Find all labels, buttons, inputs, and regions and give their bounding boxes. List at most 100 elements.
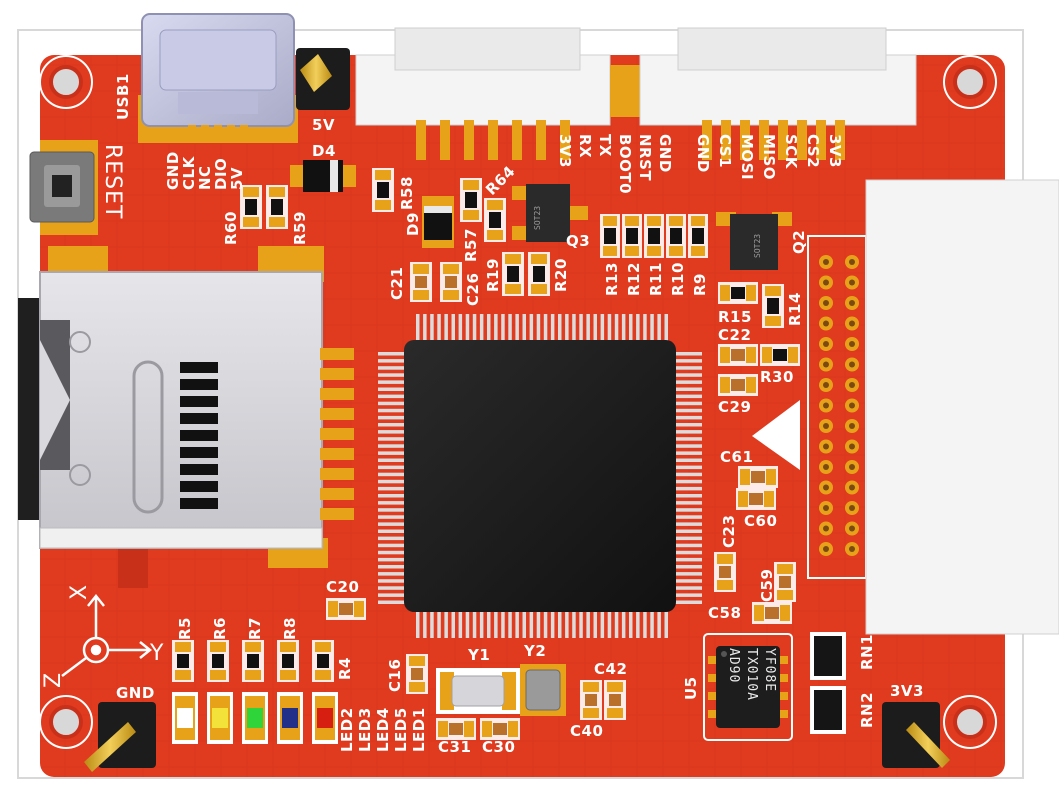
- header-connector-spi: [639, 27, 917, 126]
- label-usb-pin: GND: [164, 151, 182, 190]
- label-led: LED1: [410, 707, 428, 752]
- reset-button[interactable]: [29, 140, 98, 235]
- resistor-r30: [760, 344, 800, 366]
- mcu-pin: [378, 479, 408, 484]
- resistor-network-rn2: [810, 686, 846, 734]
- mcu-pin: [423, 314, 427, 344]
- header-pin-leg: [464, 120, 474, 160]
- label-header-spi-pin: GND: [694, 134, 712, 173]
- label-header-uart-pin: NRST: [636, 134, 654, 181]
- mcu-pin: [672, 430, 702, 434]
- label-c30: C30: [482, 738, 515, 756]
- mcu-pin: [487, 608, 491, 638]
- label-axis-y: Y: [149, 641, 164, 666]
- label-resistor-array: R10: [669, 262, 687, 296]
- usb-connector: [138, 13, 298, 143]
- sd-pad: [320, 428, 354, 440]
- label-c29: C29: [718, 398, 751, 416]
- mcu-pin: [650, 314, 654, 344]
- mcu-pin: [593, 608, 597, 638]
- header-pin-leg: [416, 120, 426, 160]
- mcu-pin: [643, 314, 647, 344]
- mcu-pin: [501, 314, 505, 344]
- capacitor-c29: [718, 374, 758, 396]
- mcu-pin: [672, 408, 702, 413]
- mcu-pin: [378, 380, 408, 384]
- leds: [172, 692, 338, 744]
- mcu-pin: [672, 572, 702, 576]
- resistor-r60: [240, 185, 262, 229]
- resistor-array-element: [666, 214, 686, 258]
- mcu-pin: [437, 314, 441, 344]
- label-c59: C59: [758, 569, 776, 602]
- mcu-pin: [579, 314, 583, 344]
- mcu-pin: [423, 608, 427, 638]
- label-header-uart-pin: GND: [656, 134, 674, 173]
- mcu-pin: [378, 394, 408, 399]
- mcu-pin: [593, 314, 597, 344]
- ic-u5: [703, 633, 793, 741]
- mcu-pin: [458, 314, 463, 344]
- resistor-network-rn1: [810, 632, 846, 680]
- label-led: LED2: [338, 707, 356, 752]
- orientation-arrow-icon: [752, 400, 800, 470]
- led: [312, 692, 338, 744]
- mcu-pin: [550, 608, 555, 638]
- mcu-pin: [672, 444, 702, 448]
- sd-contact: [180, 447, 218, 458]
- mcu-pin: [672, 458, 702, 462]
- mcu-pin: [378, 600, 408, 604]
- capacitor-c30: [480, 718, 520, 740]
- mcu-pin: [650, 608, 654, 638]
- header-pin-leg: [816, 120, 826, 160]
- mcu-pin: [494, 314, 498, 344]
- mcu-pin: [536, 314, 541, 344]
- mcu-pin: [378, 451, 408, 455]
- mcu-pins: [378, 314, 702, 638]
- mcu-pin: [672, 508, 702, 512]
- label-usb1: USB1: [114, 73, 132, 120]
- resistor-array-element: [688, 214, 708, 258]
- mcu-pin: [416, 314, 420, 344]
- mcu-pin: [600, 608, 605, 638]
- label-led-resistor: R7: [246, 617, 264, 640]
- mcu-pin: [378, 529, 408, 533]
- transistor-q3: [512, 184, 588, 242]
- mcu-pin: [565, 314, 569, 344]
- diode-d9: [422, 196, 454, 248]
- mcu-pin: [550, 314, 555, 344]
- resistor-r64: [484, 198, 506, 242]
- mcu-pin: [416, 608, 420, 638]
- label-r30: R30: [760, 368, 794, 386]
- mcu-pin: [430, 608, 434, 638]
- mcu-pin: [543, 314, 548, 344]
- u5-marking-line: TX010A: [744, 648, 759, 701]
- header-pin-leg: [488, 120, 498, 160]
- label-c42: C42: [594, 660, 627, 678]
- mcu-pin: [508, 314, 512, 344]
- label-resistor-array: R12: [625, 262, 643, 296]
- mcu-pin: [672, 593, 702, 597]
- label-led-resistor: R8: [281, 617, 299, 640]
- mcu-pin: [672, 479, 702, 484]
- label-c16: C16: [386, 659, 404, 692]
- mcu-pin: [458, 608, 463, 638]
- label-r15: R15: [718, 308, 752, 326]
- label-reset: RESET: [100, 144, 125, 220]
- mcu-pin: [378, 373, 408, 377]
- label-led-resistor: R4: [336, 657, 354, 680]
- header-pin-leg: [759, 120, 769, 160]
- mcu-pin: [378, 366, 408, 370]
- resistor-array-r9-r13: [600, 214, 708, 258]
- sd-contact: [180, 464, 218, 475]
- label-header-uart-pin: BOOT0: [616, 134, 634, 194]
- mcu-pin: [378, 458, 408, 462]
- mcu-pin: [614, 314, 619, 344]
- mcu-pin: [600, 314, 605, 344]
- sd-contact: [180, 413, 218, 424]
- mcu-pin: [529, 608, 534, 638]
- led-resistor: [277, 640, 299, 682]
- sd-contact: [180, 481, 218, 492]
- label-header-uart-pin: 3V3: [556, 134, 574, 168]
